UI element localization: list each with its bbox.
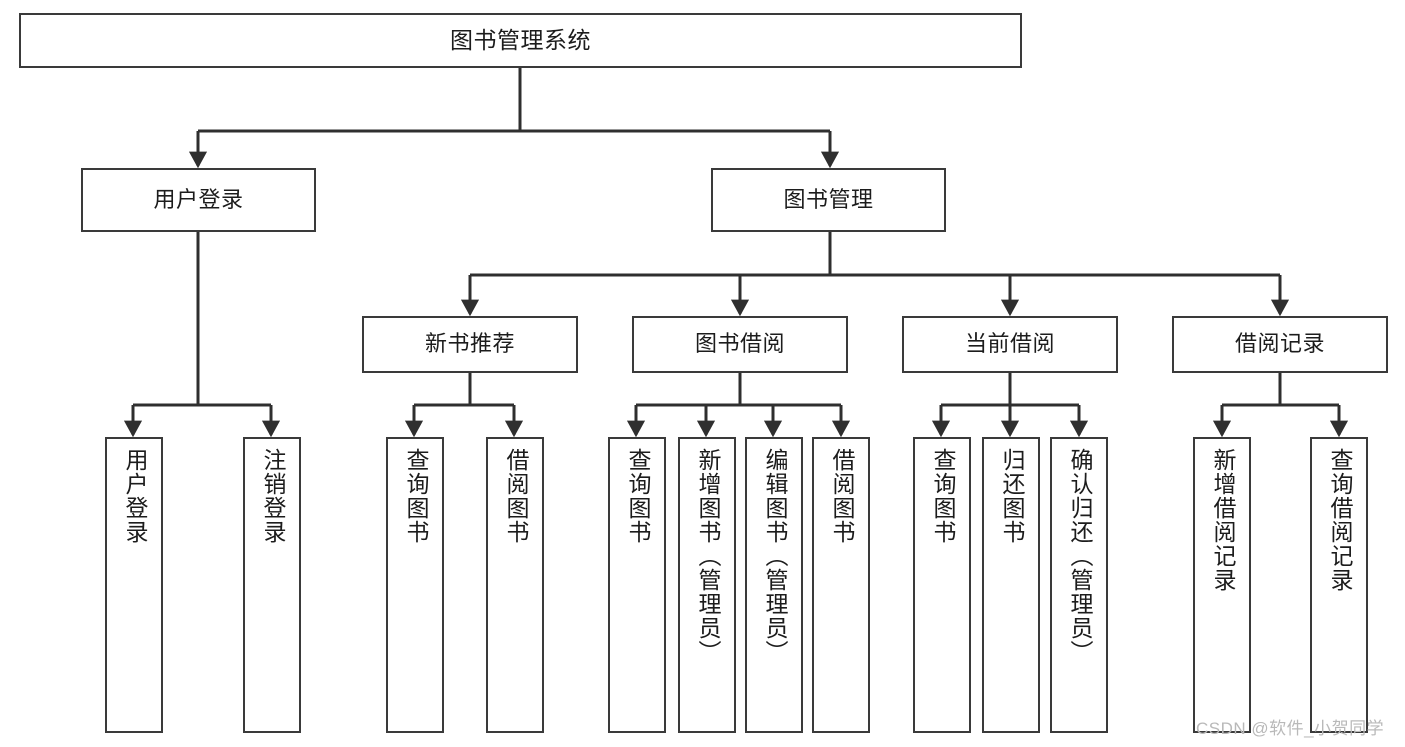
node-label: 查询图书 [402, 448, 429, 544]
node-label: 注销登录 [259, 448, 286, 544]
node-label: 用户登录 [121, 448, 148, 544]
node-label: 借阅记录 [1234, 331, 1325, 357]
node-label: 查询借阅记录 [1326, 448, 1353, 592]
node-book-management[interactable]: 图书管理 [711, 168, 946, 232]
node-label: 图书借阅 [694, 331, 785, 357]
leaf-user-login-login[interactable]: 用户登录 [105, 437, 163, 733]
leaf-new-book-query-book[interactable]: 查询图书 [386, 437, 444, 733]
leaf-borrow-record-add-record[interactable]: 新增借阅记录 [1193, 437, 1251, 733]
leaf-current-borrow-return-book[interactable]: 归还图书 [982, 437, 1040, 733]
node-label: 查询图书 [929, 448, 956, 544]
node-label: 新增图书（管理员） [694, 448, 721, 664]
node-label: 借阅图书 [828, 448, 855, 544]
node-label: 借阅图书 [502, 448, 529, 544]
node-root-book-management-system[interactable]: 图书管理系统 [19, 13, 1022, 68]
node-new-book-recommendation[interactable]: 新书推荐 [362, 316, 578, 373]
leaf-book-borrow-borrow-book[interactable]: 借阅图书 [812, 437, 870, 733]
leaf-borrow-record-query-record[interactable]: 查询借阅记录 [1310, 437, 1368, 733]
node-label: 查询图书 [624, 448, 651, 544]
node-current-borrowing[interactable]: 当前借阅 [902, 316, 1118, 373]
leaf-book-borrow-add-book-admin[interactable]: 新增图书（管理员） [678, 437, 736, 733]
node-label: 新增借阅记录 [1209, 448, 1236, 592]
node-book-borrowing[interactable]: 图书借阅 [632, 316, 848, 373]
leaf-current-borrow-query-book[interactable]: 查询图书 [913, 437, 971, 733]
leaf-current-borrow-confirm-return-admin[interactable]: 确认归还（管理员） [1050, 437, 1108, 733]
node-borrowing-records[interactable]: 借阅记录 [1172, 316, 1388, 373]
node-label: 确认归还（管理员） [1066, 448, 1093, 664]
node-label: 用户登录 [153, 186, 244, 212]
node-label: 当前借阅 [964, 331, 1055, 357]
node-label: 编辑图书（管理员） [761, 448, 788, 664]
node-label: 图书管理系统 [450, 26, 591, 53]
leaf-new-book-borrow-book[interactable]: 借阅图书 [486, 437, 544, 733]
leaf-book-borrow-query-book[interactable]: 查询图书 [608, 437, 666, 733]
leaf-book-borrow-edit-book-admin[interactable]: 编辑图书（管理员） [745, 437, 803, 733]
node-label: 新书推荐 [424, 331, 515, 357]
csdn-watermark: CSDN @软件_小贺同学 [1196, 719, 1385, 738]
node-label: 图书管理 [783, 186, 874, 212]
node-user-login[interactable]: 用户登录 [81, 168, 316, 232]
leaf-user-login-logout[interactable]: 注销登录 [243, 437, 301, 733]
node-label: 归还图书 [998, 448, 1025, 544]
